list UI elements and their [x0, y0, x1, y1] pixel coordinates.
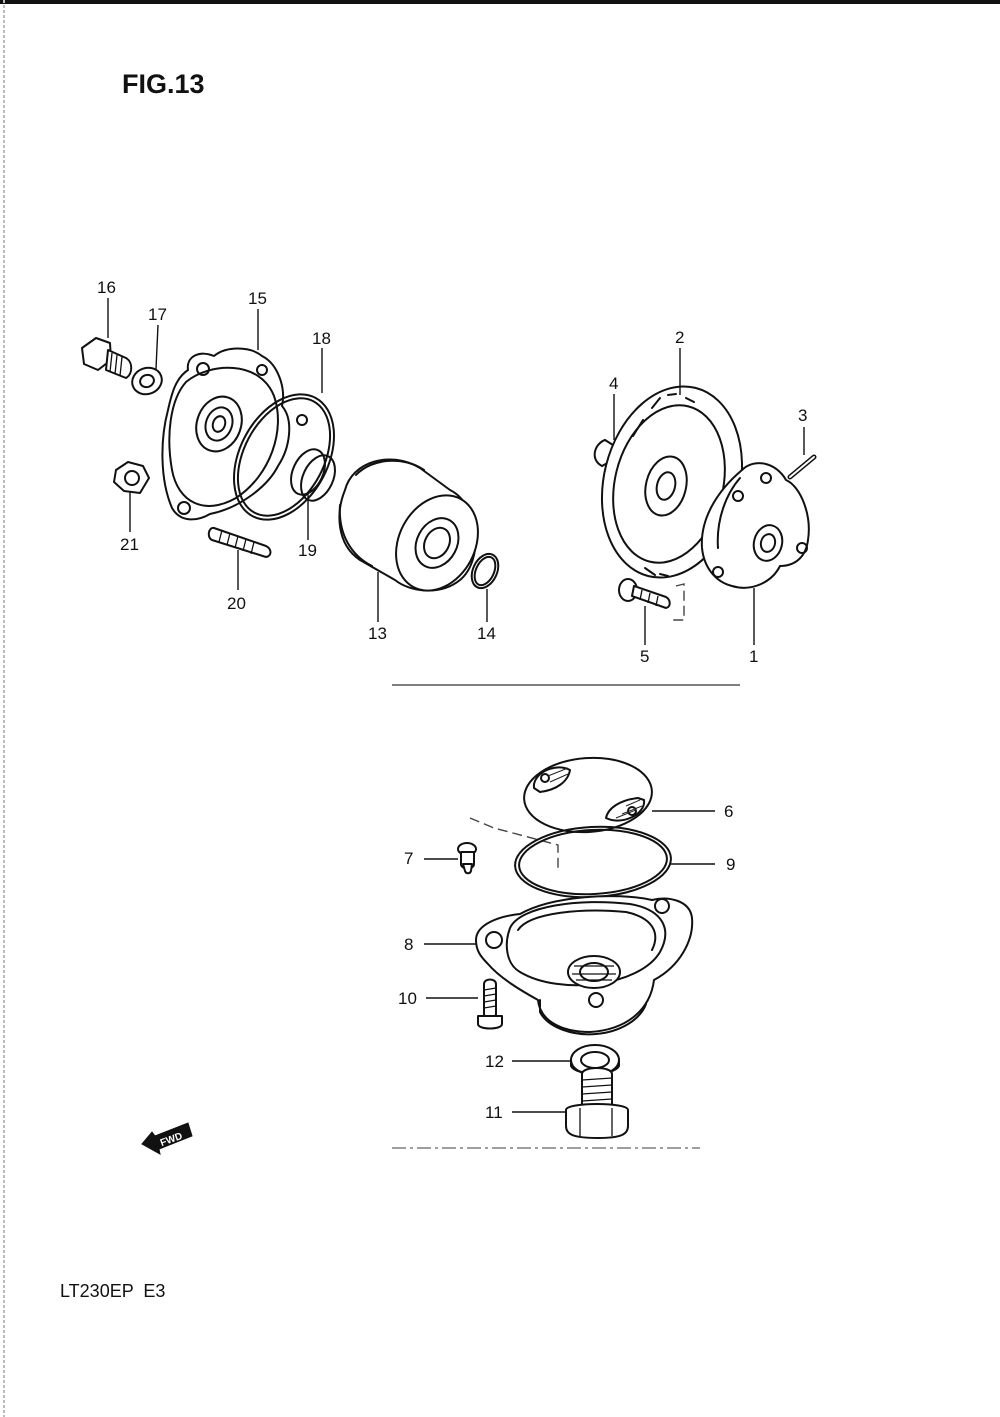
fwd-arrow-icon: FWD	[141, 1122, 193, 1155]
callout-leaders-pump	[613, 348, 805, 645]
assembly-guide-line-strainer	[469, 817, 559, 868]
part-11-drain-plug	[565, 1067, 629, 1139]
part-21-nut	[113, 461, 150, 494]
part-14-o-ring	[470, 552, 500, 590]
part-6-strainer-screen	[523, 756, 653, 834]
part-8-strainer-cap	[475, 895, 694, 1036]
callout-2: 2	[675, 328, 684, 347]
assembly-guide-line-pump	[670, 583, 685, 621]
part-5-screw	[618, 578, 671, 609]
callout-leaders-strainer	[424, 810, 715, 1113]
part-16-bolt	[81, 337, 133, 379]
part-10-bolt	[477, 978, 503, 1030]
part-7-screw	[457, 842, 477, 875]
part-15-filter-cover	[161, 347, 291, 521]
part-13-oil-filter	[338, 458, 479, 592]
callout-7: 7	[404, 849, 413, 868]
callout-13: 13	[368, 624, 387, 643]
callout-14: 14	[477, 624, 496, 643]
callout-18: 18	[312, 329, 331, 348]
callout-16: 16	[97, 278, 116, 297]
callout-19: 19	[298, 541, 317, 560]
callout-4: 4	[609, 374, 618, 393]
callout-15: 15	[248, 289, 267, 308]
part-20-stud	[207, 526, 272, 558]
callout-20: 20	[227, 594, 246, 613]
figure-title: FIG.13	[122, 69, 205, 99]
callout-8: 8	[404, 935, 413, 954]
callout-1: 1	[749, 647, 758, 666]
callout-11: 11	[485, 1103, 503, 1122]
callout-numbers: 16 17 15 18 21 19 20 13 14 2 4 3 5 1 6 7…	[97, 278, 807, 1122]
callout-10: 10	[398, 989, 417, 1008]
callout-9: 9	[726, 855, 735, 874]
part-9-gasket	[514, 825, 672, 899]
callout-3: 3	[798, 406, 807, 425]
part-3-pin	[787, 454, 817, 480]
callout-17: 17	[148, 305, 167, 324]
callout-6: 6	[724, 802, 733, 821]
part-17-washer	[131, 366, 163, 396]
callout-12: 12	[485, 1052, 504, 1071]
model-code: LT230EP E3	[60, 1281, 165, 1301]
callout-21: 21	[120, 535, 139, 554]
callout-leaders-upper-left	[107, 298, 488, 622]
callout-5: 5	[640, 647, 649, 666]
part-1-pump-body	[700, 462, 810, 589]
